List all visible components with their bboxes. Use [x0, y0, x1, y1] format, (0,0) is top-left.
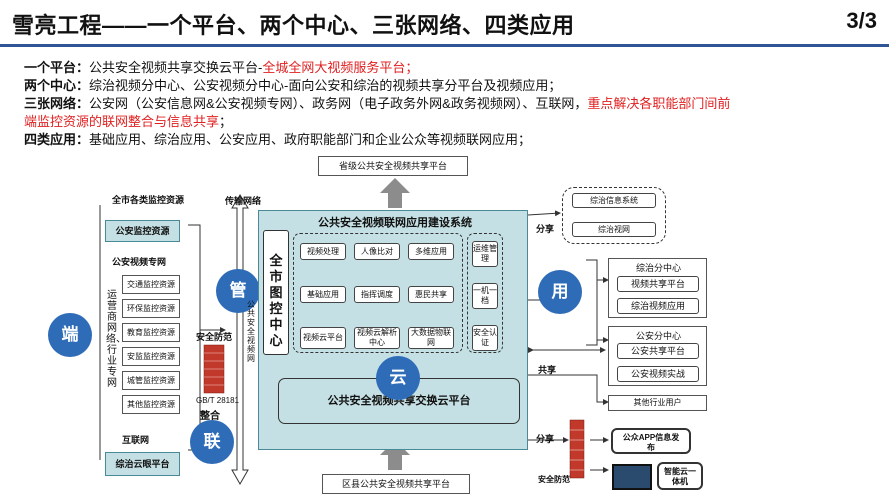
page-number: 3/3: [846, 8, 877, 33]
system-title: 公共安全视频联网应用建设系统: [318, 217, 472, 229]
internet-label: 互联网: [122, 435, 150, 445]
module-video-processing: 视频处理: [300, 243, 346, 260]
resource-item: 教育监控资源: [122, 323, 180, 342]
info-systems-group: [562, 187, 666, 244]
module-auth: 安全认证: [472, 325, 498, 351]
module-public-share: 惠民共享: [408, 286, 454, 303]
police-center-title: 公安分中心: [636, 331, 682, 341]
module-dispatch: 指挥调度: [354, 286, 400, 303]
zz-item-app: 综治视频应用: [617, 298, 699, 314]
circle-duan: 端: [48, 313, 92, 357]
police-item-combat: 公安视频实战: [617, 366, 699, 382]
cloud-machine-label: 智能云一体机: [657, 462, 703, 490]
intro-line-networks: 三张网络：公安网（公安信息网&公安视频专网）、政务网（电子政务外网&政务视频网）…: [24, 96, 731, 111]
intro-line-platform: 一个平台：公共安全视频共享交换云平台-全城全网大视频服务平台；: [24, 60, 419, 75]
circle-guan: 管: [216, 269, 260, 313]
resources-title: 全市各类监控资源: [112, 195, 185, 205]
intro-line-apps: 四类应用：基础应用、综治应用、公安应用、政府职能部门和企业公众等视频联网应用；: [24, 132, 532, 147]
share-label-mid: 共享: [538, 365, 557, 375]
police-net-label: 公安视频专网: [112, 257, 167, 267]
circle-yun: 云: [376, 356, 420, 400]
standard-label: GB/T 28181: [196, 396, 239, 405]
public-app-box: 公众APP信息发布: [611, 428, 691, 454]
security-label-right: 安全防范: [538, 475, 570, 484]
zz-cloud-eye-platform: 综治云眼平台: [105, 452, 180, 476]
page-title: 雪亮工程——一个平台、两个中心、三张网络、四类应用: [12, 13, 575, 38]
share-label-top: 分享: [536, 224, 555, 234]
cloud-machine-icon: [612, 464, 652, 490]
module-bigdata-iot: 大数据物联网: [408, 327, 454, 349]
county-platform: 区县公共安全视频共享平台: [322, 474, 470, 494]
share-label-bottom: 分享: [536, 434, 555, 444]
resource-item: 交通监控资源: [122, 275, 180, 294]
info-system-net: 综治视网: [572, 222, 656, 237]
title-divider: [0, 44, 889, 47]
circle-yong: 用: [538, 270, 582, 314]
module-cloud-parse: 视频云解析中心: [354, 327, 400, 349]
other-users-box: 其他行业用户: [608, 395, 707, 411]
module-video-cloud: 视频云平台: [300, 327, 346, 349]
provincial-platform: 省级公共安全视频共享平台: [318, 156, 468, 176]
transport-label: 传输网络: [225, 196, 262, 206]
intro-line-centers: 两个中心：综治视频分中心、公安视频分中心-面向公安和综治的视频共享分平台及视频应…: [24, 78, 562, 93]
resource-item: 安监监控资源: [122, 347, 180, 366]
city-control-center: 全市图控中心: [263, 230, 289, 355]
modules-group: [293, 233, 463, 353]
resource-item: 其他监控资源: [122, 395, 180, 414]
module-ops: 运维管理: [472, 241, 498, 267]
module-basic-app: 基础应用: [300, 286, 346, 303]
intro-line-networks-cont: 端监控资源的联网整合与信息共享；: [24, 114, 233, 129]
public-net-label: 公共安全视频网: [247, 300, 255, 363]
zz-item-share: 视频共享平台: [617, 276, 699, 292]
info-system-zz: 综治信息系统: [572, 193, 656, 208]
module-one-file: 一机一档: [472, 283, 498, 309]
integrate-label: 整合: [200, 411, 220, 422]
police-resource-box: 公安监控资源: [105, 220, 180, 242]
city-control-center-label: 全市图控中心: [269, 253, 283, 348]
resource-item: 城管监控资源: [122, 371, 180, 390]
police-item-share: 公安共享平台: [617, 343, 699, 359]
circle-lian: 联: [190, 420, 234, 464]
security-label: 安全防范: [196, 332, 233, 342]
zz-center-title: 综治分中心: [636, 263, 682, 273]
vertical-net-label: 运营商网络、行业专网: [106, 290, 126, 389]
module-multi-app: 多维应用: [408, 243, 454, 260]
side-modules-group: [467, 233, 503, 353]
module-face-compare: 人像比对: [354, 243, 400, 260]
resource-item: 环保监控资源: [122, 299, 180, 318]
